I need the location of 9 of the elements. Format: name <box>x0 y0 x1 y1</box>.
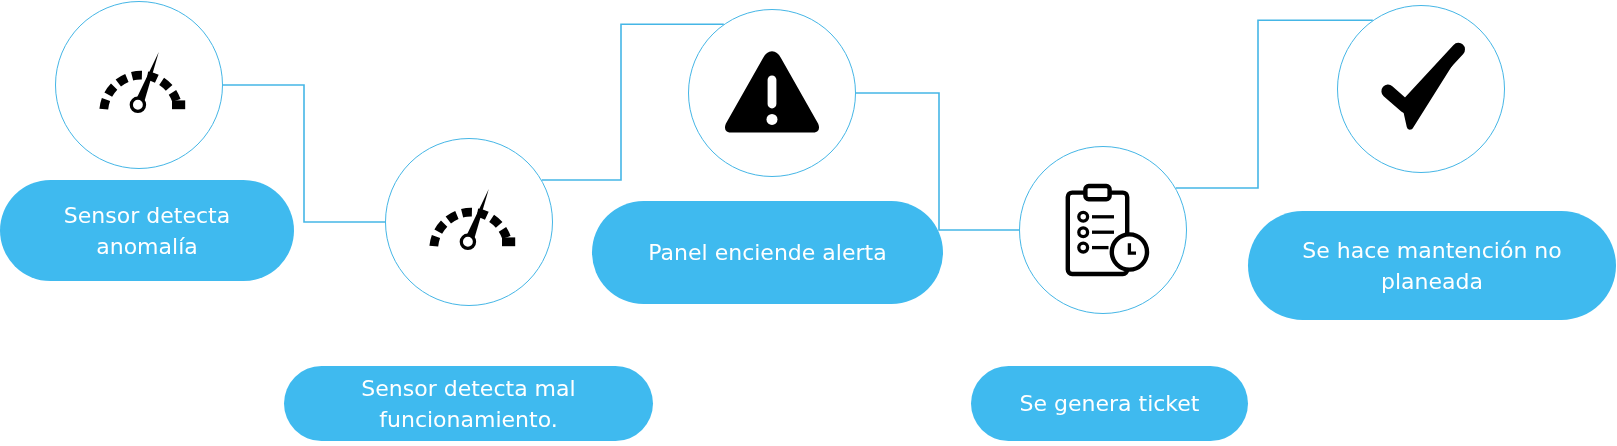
connector-line <box>222 84 386 223</box>
connector-line <box>855 92 1020 231</box>
connector-line <box>1174 19 1374 189</box>
step-label: Se hace mantención no planeada <box>1248 211 1616 320</box>
connector-line <box>540 23 725 181</box>
step-label: Sensor detecta mal funcionamiento. <box>284 366 653 441</box>
step-label: Panel enciende alerta <box>592 201 943 304</box>
step-label: Sensor detecta anomalía <box>0 180 294 281</box>
step-label: Se genera ticket <box>971 366 1248 441</box>
